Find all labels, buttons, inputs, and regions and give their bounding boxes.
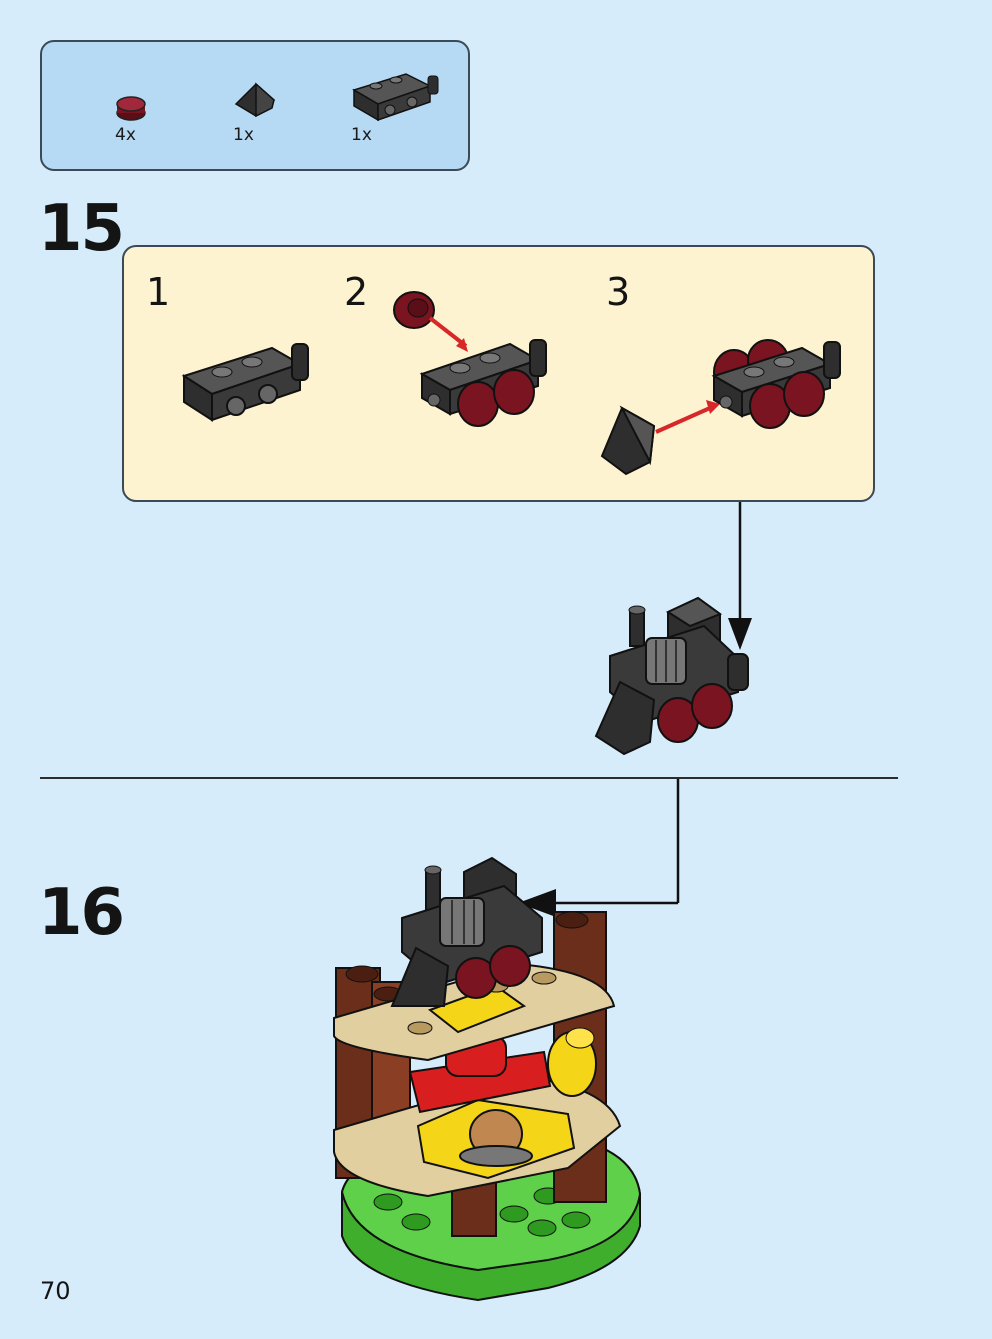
slope-black-icon (234, 82, 276, 118)
connector-arrow-down (728, 502, 752, 650)
part-count-round-tile: 4x (115, 125, 136, 145)
arrow-red-line (655, 406, 711, 434)
substep-3-illustration (600, 339, 841, 476)
page-number: 70 (40, 1277, 71, 1305)
step-divider (40, 777, 898, 779)
substep-2-illustration (393, 291, 547, 427)
connector-arrow-left (518, 779, 680, 917)
substep-number-1: 1 (146, 270, 171, 314)
part-count-black-brick: 1x (351, 125, 372, 145)
black-brick-with-studs-icon (352, 73, 439, 122)
step-number-16: 16 (38, 876, 125, 950)
part-count-slope: 1x (233, 125, 254, 145)
final-model-illustration (333, 856, 642, 1302)
substep-1-black-brick-illustration (181, 343, 309, 422)
substep-number-3: 3 (606, 270, 631, 314)
round-tile-dark-red-icon (116, 96, 146, 121)
step-number-15: 15 (38, 192, 125, 266)
arrow-red-line (428, 316, 468, 348)
assembled-locomotive-illustration (594, 596, 749, 756)
substep-number-2: 2 (344, 270, 369, 314)
